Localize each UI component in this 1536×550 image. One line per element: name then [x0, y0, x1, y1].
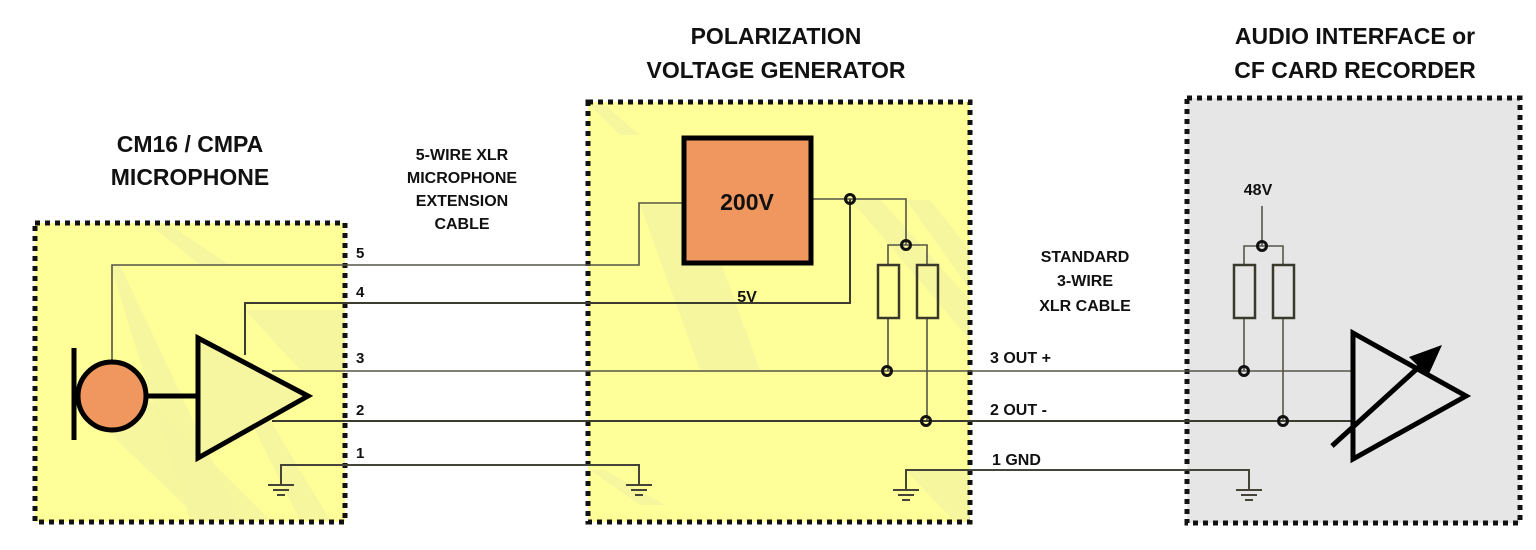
shadow [110, 265, 240, 520]
extension-cable-label-line3: EXTENSION [416, 193, 508, 210]
extension-cable-label-line2: MICROPHONE [407, 170, 518, 187]
xlr-cable-label-line3: XLR CABLE [1039, 298, 1131, 315]
phantom-voltage-label: 48V [1244, 182, 1273, 199]
resistor-icon [915, 263, 940, 320]
shadow [640, 205, 760, 370]
pin-label-3: 3 [356, 350, 364, 367]
junction-node-icon [881, 365, 893, 377]
generator-title-line2: VOLTAGE GENERATOR [647, 57, 906, 83]
xlr-pin-2-label: 2 OUT - [990, 402, 1047, 419]
microphone-module [32, 220, 348, 525]
junction-node-icon [1238, 365, 1250, 377]
shadow [250, 420, 330, 520]
interface-preamp-triangle-icon [1350, 328, 1472, 464]
shadow [850, 199, 970, 340]
microphone-title-line1: CM16 / CMPA [117, 131, 264, 157]
variable-gain-arrow-head-icon [1409, 345, 1442, 376]
mic-preamp-triangle-icon [195, 333, 314, 463]
extension-cable-label-line1: 5-WIRE XLR [416, 147, 509, 164]
xlr-pin-1-label: 1 GND [992, 452, 1041, 469]
pin-label-4: 4 [356, 284, 365, 301]
junction-node-icon [900, 239, 912, 251]
wire-phantom-resistor-top [1243, 245, 1284, 265]
wire-pin-1-mic [280, 464, 640, 484]
microphone-title-line2: MICROPHONE [111, 164, 269, 190]
junction-node-icon [920, 415, 932, 427]
shadow [905, 470, 970, 522]
pin-label-1: 1 [356, 445, 364, 462]
shadow [245, 310, 345, 370]
shadow [590, 470, 665, 505]
xlr-cable-label-line2: 3-WIRE [1057, 273, 1113, 290]
microphone-capsule-icon [71, 348, 198, 440]
junction-node-icon [1277, 415, 1289, 427]
generator-module-border [585, 99, 973, 525]
generator-title-line1: POLARIZATION [691, 23, 862, 49]
extension-cable-label-line4: CABLE [434, 216, 489, 233]
interface-title-line2: CF CARD RECORDER [1234, 57, 1476, 83]
wire-pin-4 [244, 199, 851, 355]
variable-gain-arrow-shaft [1330, 364, 1422, 448]
ground-icon [1236, 489, 1262, 501]
interface-title-line1: AUDIO INTERFACE or [1235, 23, 1475, 49]
pin-label-5: 5 [356, 245, 364, 262]
resistor-icon [1271, 263, 1296, 320]
shadow [590, 105, 640, 135]
microphone-module-border [32, 220, 348, 525]
pin-label-2: 2 [356, 402, 364, 419]
junction-node-icon [844, 193, 856, 205]
xlr-pin-3-label: 3 OUT + [990, 350, 1051, 367]
shadow [150, 225, 230, 265]
voltage-generator-block [681, 135, 814, 266]
wire-pin-5 [111, 202, 683, 366]
shadow [906, 200, 970, 290]
ground-icon [268, 484, 294, 496]
wire-200v-out [812, 198, 907, 245]
xlr-cable-label-line1: STANDARD [1041, 249, 1130, 266]
wire-pin-1-xlr [905, 469, 1250, 489]
resistor-icon [1232, 263, 1257, 320]
junction-node-icon [1256, 240, 1268, 252]
interface-module-border [1184, 95, 1523, 526]
ground-icon [626, 484, 652, 496]
resistor-icon [876, 263, 901, 320]
ground-icon [893, 489, 919, 501]
wire-resistor-top [887, 244, 928, 265]
generator-input-voltage: 5V [737, 289, 757, 306]
capsule-body [75, 359, 149, 433]
generator-output-voltage: 200V [720, 189, 774, 215]
